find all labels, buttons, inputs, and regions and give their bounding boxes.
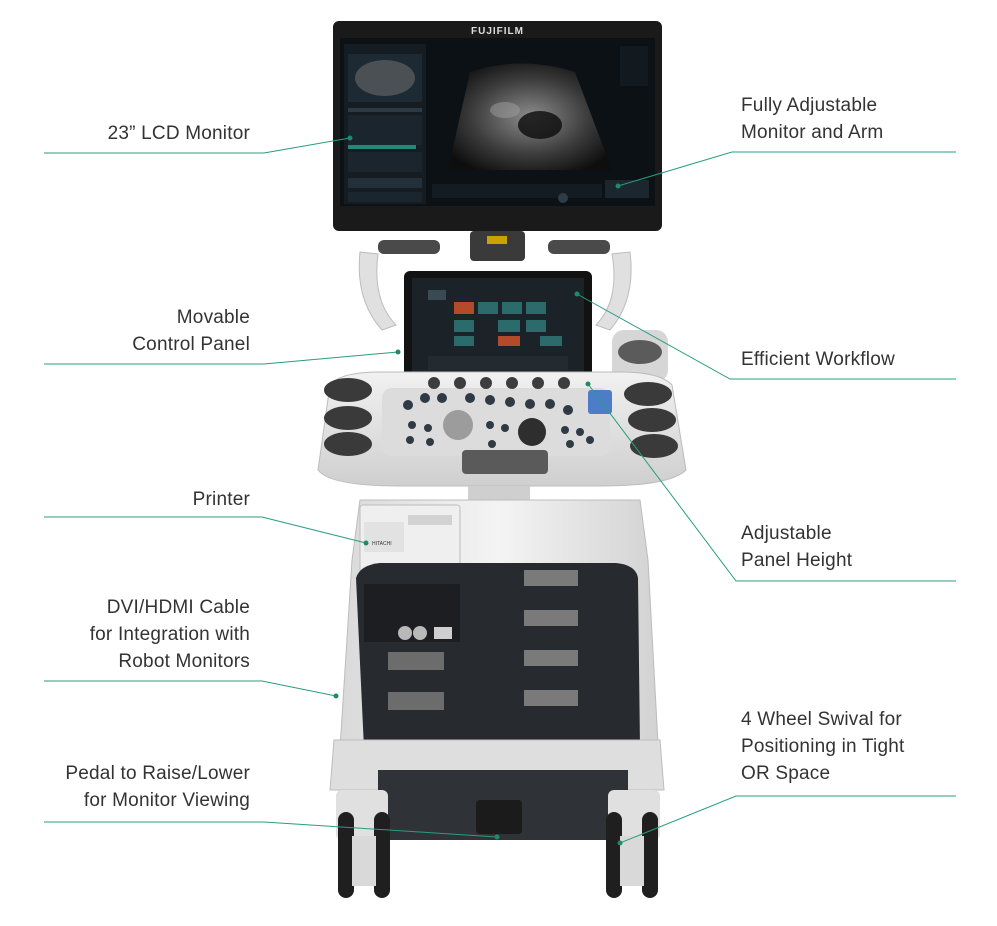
probe-holder: [612, 330, 668, 382]
callout-adjustable-monitor-line1: Fully Adjustable: [741, 95, 878, 116]
callout-printer: Printer: [193, 486, 250, 513]
leader-panel-height: [587, 383, 956, 582]
touch-control-panel: [404, 271, 592, 388]
brand-logo: FUJIFILM: [471, 26, 524, 37]
callout-pedal-line1: Pedal to Raise/Lower: [65, 763, 250, 784]
callout-printer-text: Printer: [192, 489, 250, 510]
callout-control-panel: Movable Control Panel: [132, 304, 250, 358]
callout-wheel-swivel-line2: Positioning in Tight: [741, 736, 905, 757]
callout-lcd-monitor-text: 23” LCD Monitor: [107, 123, 250, 144]
cart-base: [329, 739, 665, 898]
leader-adjustable-monitor: [617, 151, 956, 187]
leader-pedal: [44, 821, 498, 838]
callout-wheel-swivel-line3: OR Space: [741, 763, 831, 784]
callout-lcd-monitor: 23” LCD Monitor: [108, 120, 250, 147]
callout-dvi-hdmi: DVI/HDMI Cable for Integration with Robo…: [90, 594, 250, 675]
io-panel: [356, 563, 640, 748]
leader-printer: [44, 516, 367, 544]
callout-control-panel-line2: Control Panel: [132, 334, 250, 355]
leader-wheel-swivel: [619, 795, 956, 844]
leader-control-panel: [44, 351, 399, 365]
leader-lcd-monitor: [44, 137, 351, 154]
callout-panel-height-line2: Panel Height: [741, 550, 853, 571]
callout-panel-height: Adjustable Panel Height: [741, 520, 852, 574]
callout-panel-height-line1: Adjustable: [741, 523, 832, 544]
callout-wheel-swivel-line1: 4 Wheel Swival for: [741, 709, 902, 730]
callout-control-panel-line1: Movable: [176, 307, 250, 328]
callout-adjustable-monitor: Fully Adjustable Monitor and Arm: [741, 92, 883, 146]
callout-workflow: Efficient Workflow: [741, 346, 895, 373]
callout-pedal-line2: for Monitor Viewing: [83, 790, 250, 811]
callout-pedal: Pedal to Raise/Lower for Monitor Viewing: [65, 760, 250, 814]
printer-brand: HITACHI: [372, 541, 392, 547]
callout-dvi-hdmi-line3: Robot Monitors: [118, 651, 250, 672]
callout-dvi-hdmi-line1: DVI/HDMI Cable: [106, 597, 250, 618]
callout-dots: [333, 135, 623, 846]
callout-wheel-swivel: 4 Wheel Swival for Positioning in Tight …: [741, 706, 905, 787]
callout-dvi-hdmi-line2: for Integration with: [89, 624, 250, 645]
callout-leader-lines: [44, 137, 956, 844]
control-console: [317, 371, 687, 487]
lcd-monitor: [333, 21, 662, 231]
callout-adjustable-monitor-line2: Monitor and Arm: [741, 122, 884, 143]
leader-workflow: [576, 293, 956, 380]
monitor-arm: [358, 231, 632, 331]
leader-dvi-hdmi: [44, 680, 337, 697]
callout-workflow-text: Efficient Workflow: [741, 349, 895, 370]
